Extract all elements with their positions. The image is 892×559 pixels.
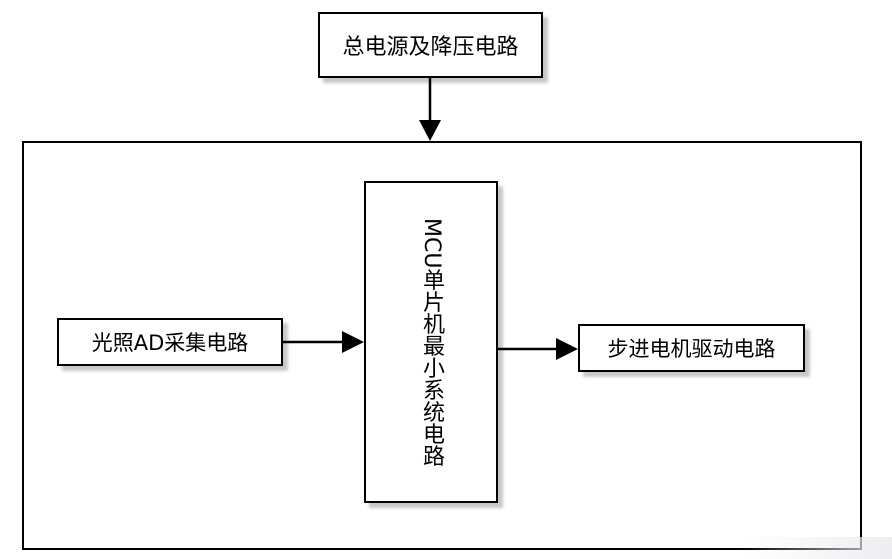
arrow-mcu-to-stepper-head [556,338,578,360]
light-sensor-node: 光照AD采集电路 [57,318,283,366]
stepper-driver-label: 步进电机驱动电路 [607,337,776,361]
stepper-driver-node: 步进电机驱动电路 [578,324,805,372]
arrow-power-to-frame-head [419,120,441,141]
arrow-light-to-mcu [283,331,364,353]
light-sensor-label: 光照AD采集电路 [91,331,249,355]
power-supply-node: 总电源及降压电路 [318,12,543,78]
mcu-label-latin: MCU [419,217,444,269]
arrow-light-to-mcu-head [342,331,364,353]
power-supply-label: 总电源及降压电路 [342,35,519,60]
mcu-node: MCU单片机最小系统电路 [364,181,498,503]
corner-overlay [742,537,892,559]
mcu-label-cjk: 单片机最小系统电路 [419,268,444,467]
arrow-mcu-to-stepper [498,338,578,360]
arrow-power-to-frame [419,78,441,141]
mcu-label: MCU单片机最小系统电路 [419,217,444,467]
